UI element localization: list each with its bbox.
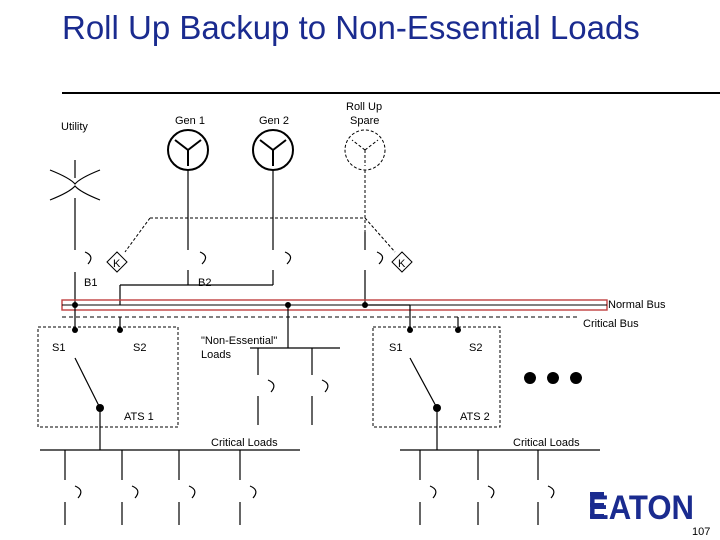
b2-label: B2 <box>198 277 211 289</box>
key-interlock-left-icon <box>106 251 128 273</box>
eaton-logo: EATON <box>588 489 694 527</box>
spare-label-line1: Roll Up <box>346 101 382 113</box>
more-ats-ellipsis-icon <box>524 372 582 384</box>
utility-label: Utility <box>61 121 88 133</box>
ats1-s2-label: S2 <box>133 342 146 354</box>
gen1-label: Gen 1 <box>175 115 205 127</box>
gen2-generator-icon <box>252 129 294 171</box>
eaton-logo-text: EATON <box>588 489 694 527</box>
gen1-generator-icon <box>167 129 209 171</box>
ats1-load-breakers <box>64 450 257 525</box>
ats2-switch <box>365 304 459 450</box>
key-interlock-right-icon <box>391 251 413 273</box>
utility-transformer-icon <box>49 160 101 305</box>
normal-bus-label: Normal Bus <box>608 299 666 311</box>
nonessential-label-line1: "Non-Essential" <box>201 335 277 347</box>
nonessential-label-line2: Loads <box>201 349 231 361</box>
ats2-loads-label: Critical Loads <box>513 437 580 449</box>
slide-title: Roll Up Backup to Non-Essential Loads <box>62 9 640 46</box>
spare-label-line2: Spare <box>350 115 379 127</box>
ats1-s1-label: S1 <box>52 342 65 354</box>
nonessential-feeder <box>250 305 340 425</box>
ats1-loads-label: Critical Loads <box>211 437 278 449</box>
spare-generator-icon <box>344 129 386 232</box>
ats1-box <box>37 326 179 428</box>
gen2-label: Gen 2 <box>259 115 289 127</box>
ats2-load-breakers <box>419 450 555 525</box>
ats2-contacts <box>407 327 461 412</box>
title-rule <box>62 92 720 94</box>
ats2-s2-label: S2 <box>469 342 482 354</box>
key-interlock-link <box>124 217 396 253</box>
b1-label: B1 <box>84 277 97 289</box>
generator-feeders <box>74 170 384 305</box>
key-left-label: K <box>113 258 121 270</box>
page-number: 107 <box>692 526 710 538</box>
key-right-label: K <box>398 258 406 270</box>
ats2-s1-label: S1 <box>389 342 402 354</box>
critical-bus-label: Critical Bus <box>583 318 639 330</box>
ats1-name: ATS 1 <box>124 411 154 423</box>
ats2-name: ATS 2 <box>460 411 490 423</box>
ats1-contacts <box>72 327 123 412</box>
